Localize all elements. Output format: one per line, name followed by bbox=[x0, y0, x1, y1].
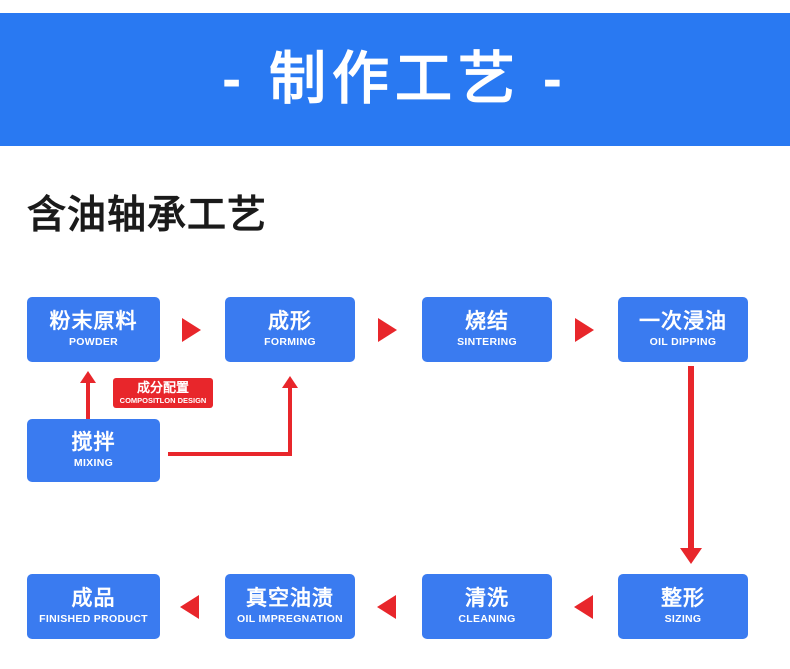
node-sintering[interactable]: 烧结 SINTERING bbox=[422, 297, 552, 362]
node-mixing-en: MIXING bbox=[73, 457, 114, 470]
arrow-up-head-forming-icon bbox=[282, 376, 298, 388]
arrow-cleaning-to-impregnation-icon bbox=[377, 595, 396, 619]
node-powder[interactable]: 粉末原料 POWDER bbox=[27, 297, 160, 362]
section-heading: 含油轴承工艺 bbox=[27, 194, 268, 237]
arrow-down-head-icon bbox=[680, 548, 702, 564]
node-finished-product-cn: 成品 bbox=[71, 587, 116, 611]
connector-mixing-horizontal bbox=[168, 452, 292, 456]
node-cleaning[interactable]: 清洗 CLEANING bbox=[422, 574, 552, 639]
arrow-powder-to-forming-icon bbox=[182, 318, 201, 342]
connector-mixing-vertical bbox=[288, 387, 292, 456]
node-mixing[interactable]: 搅拌 MIXING bbox=[27, 419, 160, 482]
node-forming-cn: 成形 bbox=[268, 310, 312, 334]
label-composition-cn: 成分配置 bbox=[136, 379, 189, 395]
node-sintering-cn: 烧结 bbox=[465, 310, 509, 334]
page-banner: - 制作工艺 - bbox=[0, 13, 790, 146]
node-cleaning-en: CLEANING bbox=[458, 613, 516, 626]
node-oil-impregnation-cn: 真空油渍 bbox=[246, 587, 334, 611]
arrow-up-head-icon bbox=[80, 371, 96, 383]
node-sizing[interactable]: 整形 SIZING bbox=[618, 574, 748, 639]
node-sizing-cn: 整形 bbox=[661, 587, 705, 611]
node-oil-impregnation[interactable]: 真空油渍 OIL IMPREGNATION bbox=[225, 574, 355, 639]
arrow-sizing-to-cleaning-icon bbox=[574, 595, 593, 619]
connector-oildipping-to-sizing bbox=[688, 366, 694, 552]
arrow-sintering-to-oildipping-icon bbox=[575, 318, 594, 342]
node-cleaning-cn: 清洗 bbox=[465, 587, 509, 611]
node-finished-product[interactable]: 成品 FINISHED PRODUCT bbox=[27, 574, 160, 639]
node-oil-dipping-en: OIL DIPPING bbox=[649, 336, 717, 349]
arrow-forming-to-sintering-icon bbox=[378, 318, 397, 342]
node-oil-impregnation-en: OIL IMPREGNATION bbox=[237, 613, 343, 626]
label-composition-en: COMPOSITLON DESIGN bbox=[119, 396, 207, 406]
node-forming-en: FORMING bbox=[264, 336, 316, 349]
banner-title: - 制作工艺 - bbox=[222, 47, 568, 111]
node-finished-product-en: FINISHED PRODUCT bbox=[39, 613, 148, 626]
node-oil-dipping-cn: 一次浸油 bbox=[639, 310, 727, 334]
node-oil-dipping[interactable]: 一次浸油 OIL DIPPING bbox=[618, 297, 748, 362]
node-sintering-en: SINTERING bbox=[457, 336, 517, 349]
arrow-impregnation-to-finished-icon bbox=[180, 595, 199, 619]
label-composition-design: 成分配置 COMPOSITLON DESIGN bbox=[113, 378, 213, 408]
node-mixing-cn: 搅拌 bbox=[71, 431, 116, 455]
node-powder-en: POWDER bbox=[68, 336, 119, 349]
connector-mixing-to-powder bbox=[86, 381, 90, 419]
node-sizing-en: SIZING bbox=[664, 613, 702, 626]
node-forming[interactable]: 成形 FORMING bbox=[225, 297, 355, 362]
node-powder-cn: 粉末原料 bbox=[49, 310, 138, 334]
